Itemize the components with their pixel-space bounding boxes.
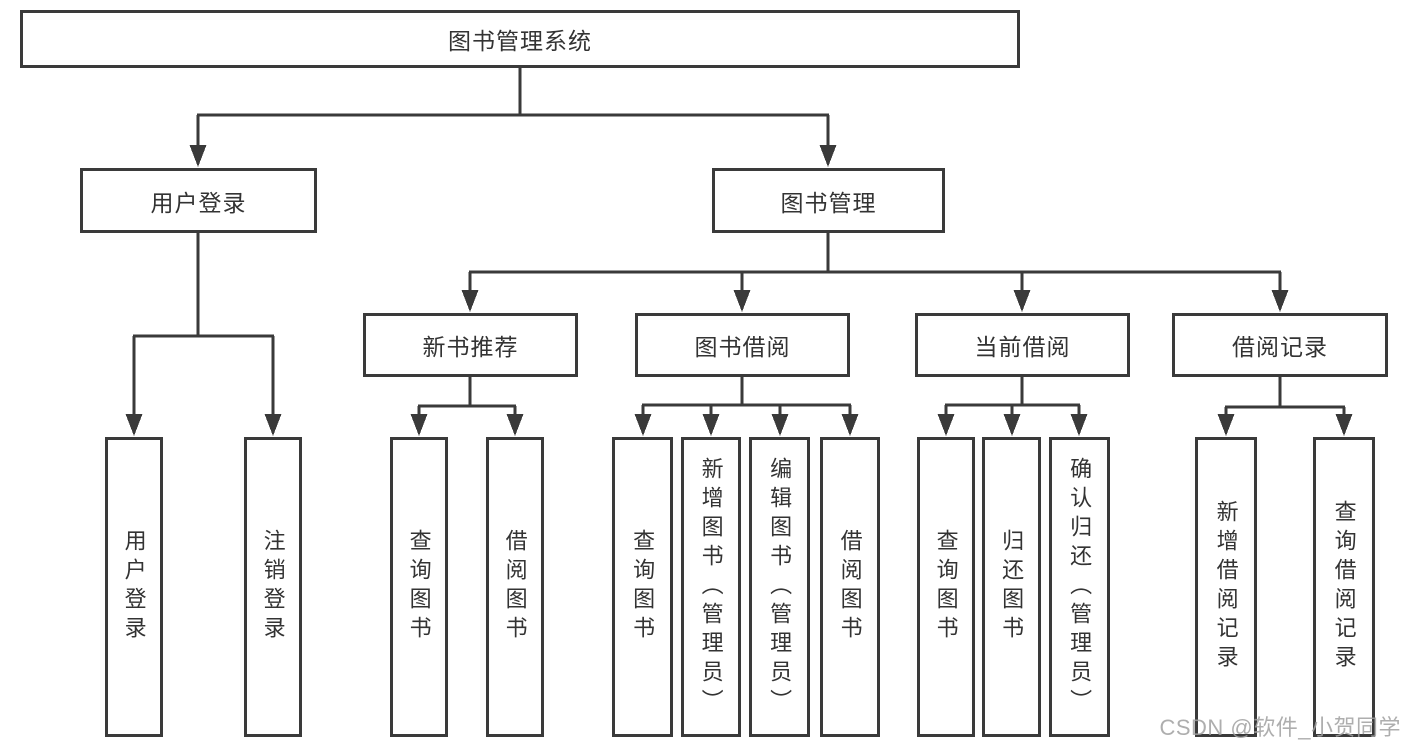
leaf-br-add-record-label: 新增借阅记录 [1213, 500, 1239, 674]
leaf-nbr-borrow-books-label: 借阅图书 [502, 529, 528, 645]
leaf-logout: 注销登录 [244, 437, 302, 737]
leaf-cb-confirm-return-admin: 确认归还（管理员） [1049, 437, 1110, 737]
leaf-user-login: 用户登录 [105, 437, 163, 737]
node-current-borrowing: 当前借阅 [915, 313, 1130, 377]
leaf-cb-return-books: 归还图书 [982, 437, 1041, 737]
node-book-borrowing: 图书借阅 [635, 313, 850, 377]
leaf-br-add-record: 新增借阅记录 [1195, 437, 1257, 737]
leaf-nbr-borrow-books: 借阅图书 [486, 437, 544, 737]
leaf-br-query-record-label: 查询借阅记录 [1331, 500, 1357, 674]
leaf-cb-query-books-label: 查询图书 [933, 529, 959, 645]
node-user-login-group: 用户登录 [80, 168, 317, 233]
leaf-bb-edit-books-admin: 编辑图书（管理员） [749, 437, 810, 737]
leaf-user-login-label: 用户登录 [121, 529, 147, 645]
leaf-bb-query-books-label: 查询图书 [630, 529, 656, 645]
leaf-nbr-query-books: 查询图书 [390, 437, 448, 737]
leaf-bb-add-books-admin-label: 新增图书（管理员） [698, 456, 724, 718]
leaf-cb-query-books: 查询图书 [917, 437, 975, 737]
csdn-watermark: CSDN @软件_小贺同学 [1159, 715, 1401, 740]
leaf-nbr-query-books-label: 查询图书 [406, 529, 432, 645]
node-borrowing-records: 借阅记录 [1172, 313, 1388, 377]
arrowheads [125, 145, 1353, 436]
leaf-bb-borrow-books-label: 借阅图书 [837, 529, 863, 645]
node-new-book-recommendation: 新书推荐 [363, 313, 578, 377]
leaf-bb-edit-books-admin-label: 编辑图书（管理员） [767, 456, 793, 718]
leaf-bb-borrow-books: 借阅图书 [820, 437, 880, 737]
node-book-management-group: 图书管理 [712, 168, 945, 233]
leaf-bb-query-books: 查询图书 [612, 437, 673, 737]
leaf-bb-add-books-admin: 新增图书（管理员） [681, 437, 741, 737]
leaf-br-query-record: 查询借阅记录 [1313, 437, 1375, 737]
node-library-management-system: 图书管理系统 [20, 10, 1020, 68]
leaf-logout-label: 注销登录 [260, 529, 286, 645]
leaf-cb-confirm-return-admin-label: 确认归还（管理员） [1067, 456, 1093, 718]
leaf-cb-return-books-label: 归还图书 [999, 529, 1025, 645]
